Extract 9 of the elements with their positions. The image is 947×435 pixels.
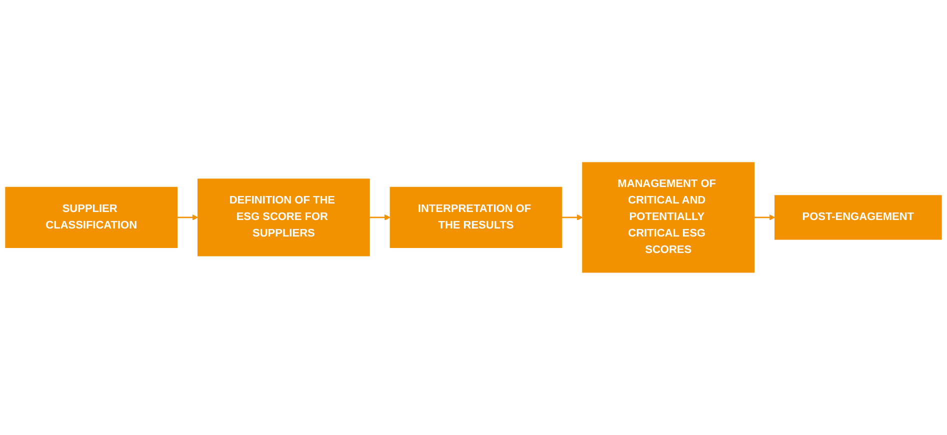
node-box: SUPPLIER CLASSIFICATION	[5, 186, 178, 248]
arrow	[562, 214, 583, 221]
arrow	[754, 214, 776, 221]
node-box: INTERPRETATION OF THE RESULTS	[390, 186, 562, 248]
arrow	[370, 214, 390, 221]
node-box: MANAGEMENT OF CRITICAL AND POTENTIALLY CRITICAL ESG SCORES	[582, 162, 755, 273]
node-box: POST-ENGAGEMENT	[774, 195, 942, 240]
node-box: DEFINITION OF THE ESG SCORE FOR SUPPLIERS	[197, 178, 370, 256]
arrow	[177, 214, 198, 221]
